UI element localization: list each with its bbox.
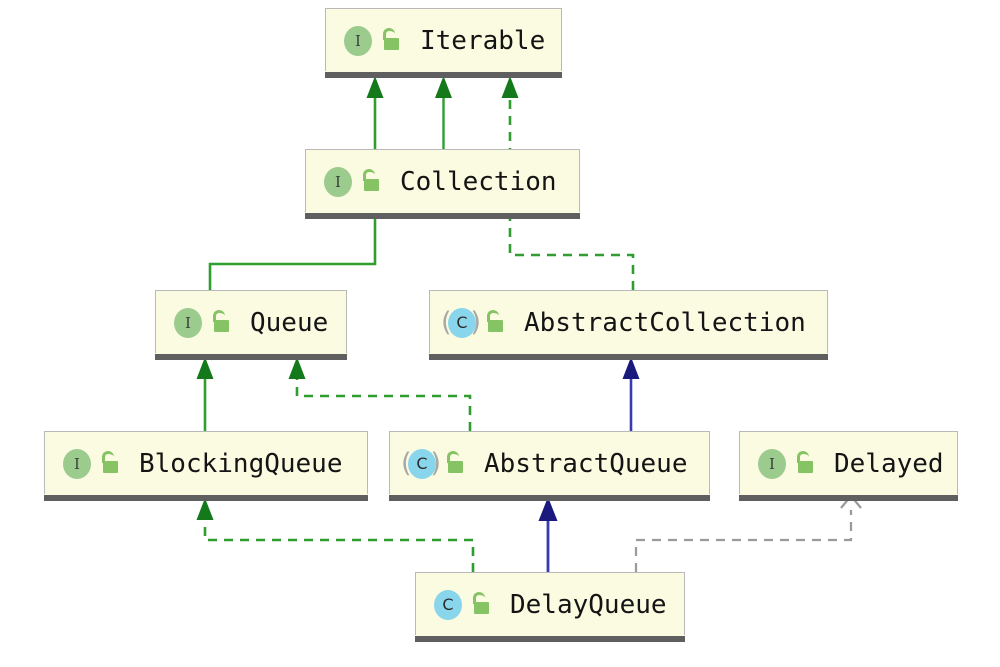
uml-node-abstractqueue[interactable]: ( C ) AbstractQueue <box>389 431 710 501</box>
unlocked-padlock-icon <box>380 27 402 53</box>
node-shadow <box>325 71 562 78</box>
unlocked-padlock-icon <box>444 450 466 476</box>
uml-node-collection[interactable]: I Collection <box>305 149 580 219</box>
uml-node-queue[interactable]: I Queue <box>155 290 347 360</box>
node-label: Delayed <box>834 448 944 479</box>
interface-icon: I <box>320 165 354 199</box>
abstract-paren-left: ( <box>441 306 452 338</box>
interface-icon: I <box>59 447 93 481</box>
node-label: Queue <box>250 307 329 338</box>
interface-icon: I <box>170 306 204 340</box>
unlocked-padlock-icon <box>794 450 816 476</box>
edge-blockingqueue-extends-queue <box>196 357 214 431</box>
abstract-paren-right: ) <box>470 306 481 338</box>
node-label: AbstractQueue <box>484 448 688 479</box>
node-shadow <box>44 494 368 501</box>
abstract-class-icon: ( C ) <box>401 447 441 479</box>
uml-node-iterable[interactable]: I Iterable <box>325 8 562 78</box>
uml-node-abstractcollection[interactable]: ( C ) AbstractCollection <box>429 290 828 360</box>
unlocked-padlock-icon <box>99 450 121 476</box>
uml-node-delayqueue[interactable]: C DelayQueue <box>415 572 685 642</box>
node-label: Collection <box>400 166 557 197</box>
abstract-paren-left: ( <box>401 447 412 479</box>
interface-icon: I <box>754 447 788 481</box>
edge-abstractqueue-extends-abstractcollection <box>622 357 640 431</box>
unlocked-padlock-icon <box>360 168 382 194</box>
edge-delayqueue-uses-delayed <box>634 494 862 572</box>
edge-delayqueue-implements-blockingqueue <box>196 498 475 572</box>
node-label: AbstractCollection <box>524 307 806 338</box>
unlocked-padlock-icon <box>470 591 492 617</box>
node-label: Iterable <box>420 25 546 56</box>
node-shadow <box>739 494 958 501</box>
node-shadow <box>305 212 580 219</box>
unlocked-padlock-icon <box>484 309 506 335</box>
node-label: DelayQueue <box>510 589 667 620</box>
abstract-paren-right: ) <box>430 447 441 479</box>
uml-node-blockingqueue[interactable]: I BlockingQueue <box>44 431 368 501</box>
node-label: BlockingQueue <box>139 448 343 479</box>
uml-node-delayed[interactable]: I Delayed <box>739 431 958 501</box>
interface-icon: I <box>340 24 374 58</box>
node-shadow <box>389 494 710 501</box>
class-icon: C <box>430 588 464 622</box>
edge-abstractqueue-implements-queue <box>288 357 472 431</box>
edge-delayqueue-extends-abstractqueue <box>538 497 558 572</box>
node-shadow <box>429 353 828 360</box>
node-shadow <box>415 635 685 642</box>
abstract-class-icon: ( C ) <box>441 306 481 338</box>
edge-collection-extends-iterable <box>435 76 452 149</box>
unlocked-padlock-icon <box>210 309 232 335</box>
node-shadow <box>155 353 347 360</box>
